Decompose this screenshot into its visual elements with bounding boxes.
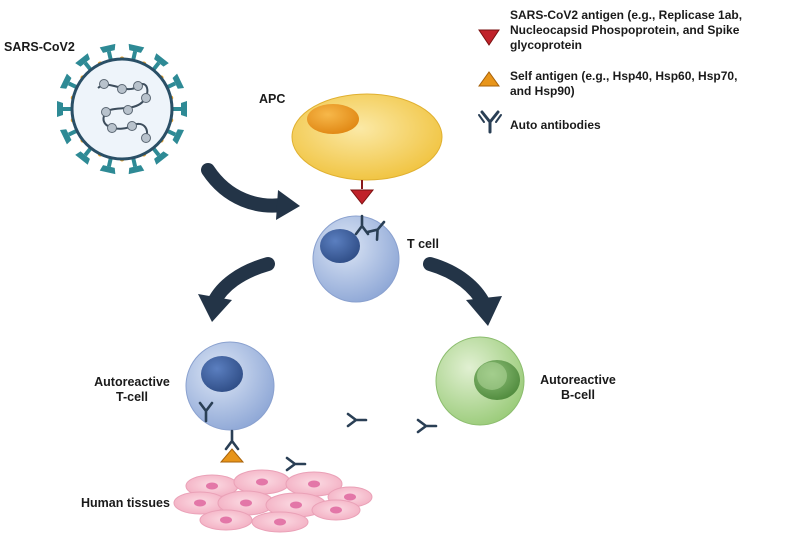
- autoreactive-t-cell-label: Autoreactive T-cell: [82, 375, 182, 405]
- virus-label: SARS-CoV2: [4, 40, 75, 54]
- free-antibody-1: [346, 412, 368, 428]
- self-antigen-on-tissue: [219, 448, 245, 463]
- tissues-label: Human tissues: [81, 496, 170, 510]
- t-cell-nucleus: [320, 229, 360, 263]
- legend-antibody-line-1: Auto antibodies: [510, 118, 601, 132]
- tissue-nucleus: [256, 478, 268, 486]
- legend-sars-line-2: Nucleocapsid Phospoprotein, and Spike: [510, 23, 740, 37]
- red-triangle-icon: [478, 29, 500, 46]
- virus-spike-head: [99, 43, 116, 53]
- antibody-icon: [478, 110, 502, 134]
- tissue-nucleus: [206, 482, 218, 490]
- legend-sars-antigen: SARS-CoV2 antigen (e.g., Replicase 1ab, …: [510, 8, 742, 53]
- legend-self-antigen: Self antigen (e.g., Hsp40, Hsp60, Hsp70,…: [510, 69, 737, 99]
- virus-spike-head: [172, 73, 185, 89]
- apc-cell: [291, 93, 443, 181]
- auto-t-line-1: Autoreactive: [94, 375, 170, 389]
- nucleocapsid-bead: [141, 93, 151, 103]
- tissue-nucleus: [274, 518, 286, 526]
- nucleocapsid-bead: [101, 107, 111, 117]
- tissue-nucleus: [220, 516, 232, 524]
- nucleocapsid-bead: [133, 81, 143, 91]
- t-cell-label: T cell: [407, 237, 439, 251]
- arrow-to-auto-t: [207, 257, 275, 309]
- virus-spike-head: [128, 43, 145, 53]
- tissue-nucleus: [290, 501, 302, 509]
- arrow-to-auto-b-head: [466, 296, 502, 326]
- virus-spike-head: [59, 129, 72, 145]
- b-cell-antibody-bound: [416, 418, 438, 434]
- sars-antigen-on-apc: [349, 189, 375, 205]
- auto-t-line-2: T-cell: [116, 390, 148, 404]
- nucleocapsid-bead: [123, 105, 133, 115]
- legend-self-line-1: Self antigen (e.g., Hsp40, Hsp60, Hsp70,: [510, 69, 738, 83]
- arrow-to-auto-t-head: [198, 294, 232, 322]
- virus-spike-head: [128, 165, 145, 175]
- virus-spike-head: [154, 53, 169, 67]
- arrow-virus-to-apc: [201, 163, 289, 213]
- legend-sars-line-1: SARS-CoV2 antigen (e.g., Replicase 1ab,: [510, 8, 743, 22]
- orange-triangle-icon: [478, 71, 500, 87]
- tissue-nucleus: [194, 499, 206, 507]
- virus-spike-head: [172, 129, 185, 145]
- auto-t-receptor: [224, 429, 240, 451]
- nucleocapsid-bead: [127, 121, 137, 131]
- t-cell: [312, 215, 400, 303]
- legend-sars-line-3: glycoprotein: [510, 38, 583, 52]
- virus-spike-head: [57, 101, 63, 117]
- apc-nucleus: [307, 104, 359, 134]
- arrow-virus-to-apc-head: [276, 190, 300, 220]
- tissue-nucleus: [330, 506, 342, 514]
- nucleocapsid-bead: [141, 133, 151, 143]
- autoreactive-b-cell-label: Autoreactive B-cell: [528, 373, 628, 403]
- autoreactive-t-cell-nucleus: [201, 356, 243, 392]
- tissue-nucleus: [344, 493, 356, 501]
- free-antibody-2: [285, 456, 307, 472]
- nucleocapsid-bead: [99, 79, 109, 89]
- virus-spike-head: [75, 151, 90, 165]
- virus-spike-head: [154, 151, 169, 165]
- tissue-nucleus: [240, 499, 252, 507]
- virus-spike-head: [99, 165, 116, 175]
- arrow-to-auto-b: [423, 257, 491, 311]
- apc-label: APC: [259, 92, 286, 106]
- nucleocapsid-bead: [117, 84, 127, 94]
- tissue-nucleus: [308, 480, 320, 488]
- sars-cov2-virus: [57, 43, 187, 175]
- legend-auto-antibodies: Auto antibodies: [510, 118, 601, 133]
- legend-self-line-2: and Hsp90): [510, 84, 575, 98]
- nucleocapsid-bead: [107, 123, 117, 133]
- auto-b-line-1: Autoreactive: [540, 373, 616, 387]
- b-nucleus-highlight: [477, 362, 507, 390]
- virus-spike-head: [59, 73, 72, 89]
- virus-spike-head: [75, 53, 90, 67]
- human-tissues: [173, 469, 373, 533]
- auto-b-line-2: B-cell: [560, 388, 596, 402]
- virus-spike-head: [181, 101, 187, 117]
